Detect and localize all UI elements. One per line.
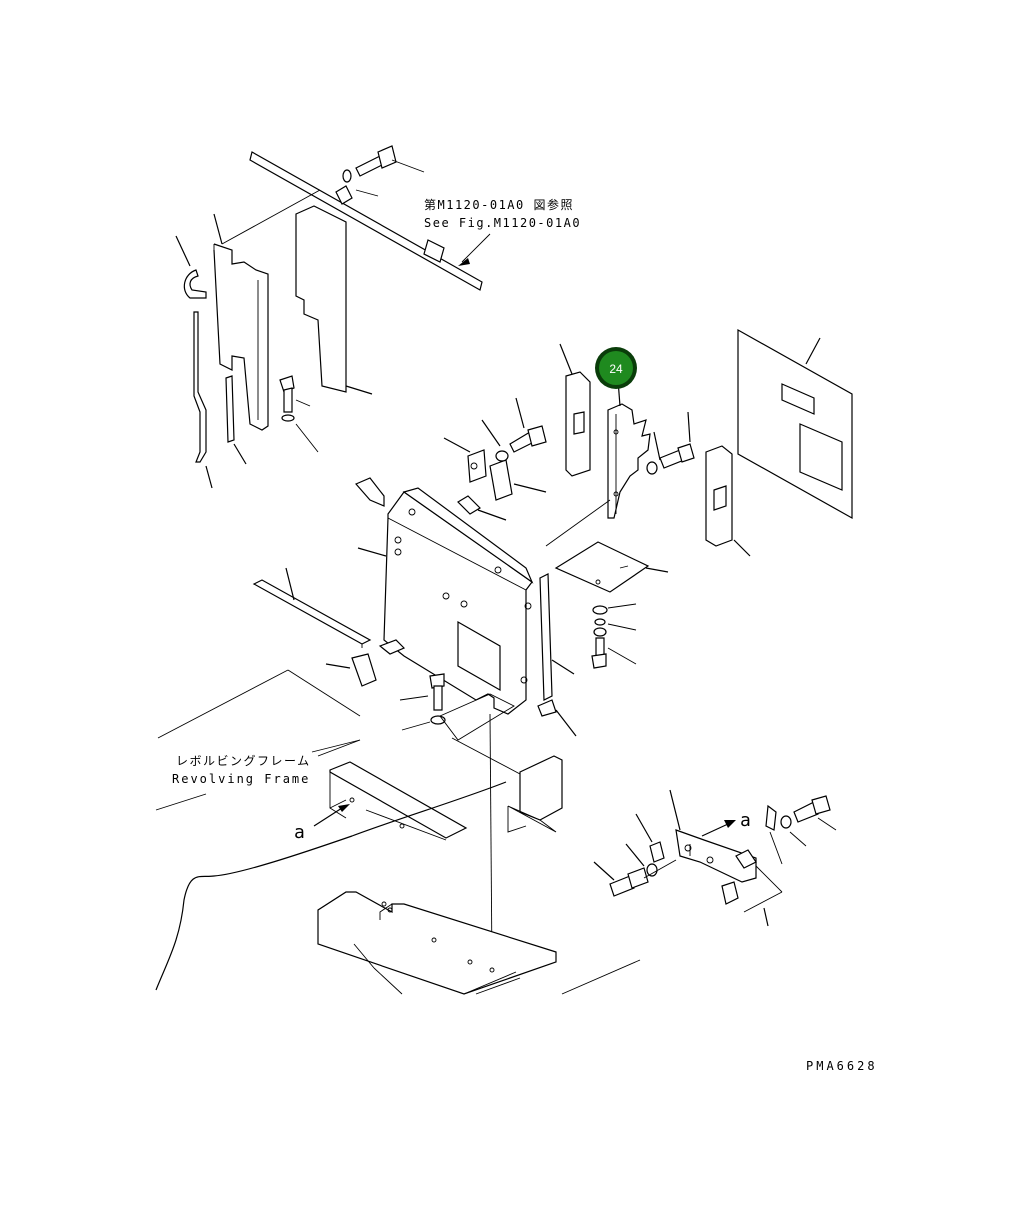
- rubber-strip-part: [705, 445, 751, 557]
- vertical-bar-part: [539, 573, 575, 701]
- lower-bolt-washer: [399, 673, 446, 731]
- callout-badge-24[interactable]: 24: [595, 347, 637, 389]
- small-plate-part: [443, 437, 487, 483]
- bent-rod-part: [193, 311, 213, 489]
- frame-en-label: Revolving Frame: [172, 772, 310, 786]
- ref-leader-line: [461, 233, 491, 263]
- top-bolt-washer: [335, 145, 425, 205]
- controller-box: [355, 477, 534, 715]
- top-rail-part: [249, 151, 483, 291]
- ref-arrow-head: [458, 258, 470, 266]
- large-cover-panel: [737, 328, 853, 520]
- marker-a-right-arrowhead: [724, 820, 736, 828]
- vertical-strip-part: [225, 375, 247, 465]
- revolving-frame: [155, 669, 641, 995]
- frame-jp-label: レボルビングフレーム: [176, 754, 311, 768]
- marker-a-right: a: [740, 810, 751, 831]
- washer-stack-part: [591, 603, 637, 669]
- long-bar-part: [252, 567, 372, 648]
- frame-leader-line: [311, 739, 361, 753]
- upper-left-bracket: [213, 189, 321, 431]
- left-bolt-washer: [279, 375, 319, 453]
- rubber-block-parts: [325, 459, 577, 737]
- tall-panel-part: [295, 205, 373, 395]
- spacer-plate-part: [559, 343, 591, 477]
- bracket-part-24: [545, 379, 651, 547]
- center-bolt-washer: [481, 397, 547, 462]
- marker-a-left-arrow: [313, 807, 343, 827]
- callout-number: 24: [609, 362, 623, 376]
- detail-bracket-assembly: [593, 789, 837, 927]
- mounting-plate-part: [554, 541, 669, 593]
- bottom-plate-part: [439, 693, 515, 741]
- clip-part: [175, 235, 207, 299]
- ref-figure-jp-label: 第M1120-01A0 図参照: [424, 197, 574, 212]
- mounting-guide-line: [489, 713, 493, 969]
- marker-a-left: a: [294, 822, 305, 843]
- marker-a-right-arrow: [701, 823, 729, 837]
- drawing-code-label: PMA6628: [806, 1059, 878, 1073]
- marker-a-left-arrowhead: [338, 804, 350, 812]
- callout-badge-fill: [599, 351, 633, 385]
- ref-figure-en-label: See Fig.M1120-01A0: [424, 216, 581, 230]
- right-bolt-washer: [646, 411, 695, 475]
